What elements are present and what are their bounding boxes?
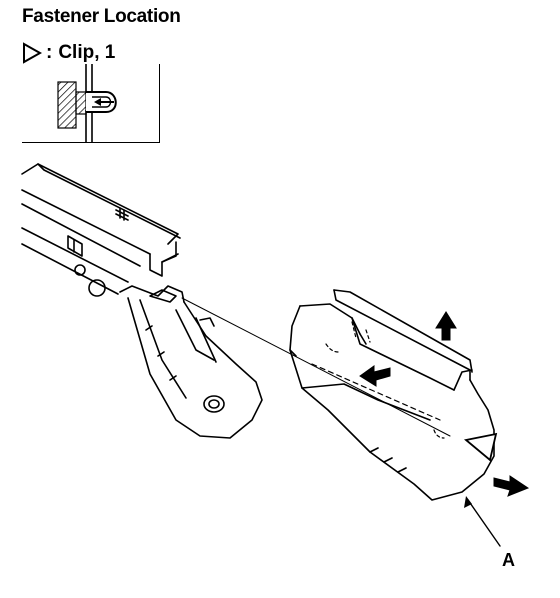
pivot-cover	[289, 289, 495, 501]
wiper-arm-bar	[21, 163, 181, 295]
wiper-arm-pivot	[74, 264, 263, 439]
callout-label-a: A	[502, 550, 515, 570]
fastener-legend: : Clip, 1	[22, 42, 115, 64]
clip-detail-inset	[22, 64, 160, 143]
clip-location-marker	[463, 432, 498, 462]
legend-label: Clip, 1	[58, 42, 116, 63]
diagram-title: Fastener Location	[22, 6, 181, 27]
left-arrow-icon	[359, 365, 391, 387]
right-arrow-icon	[493, 475, 530, 497]
clip-detail-drawing	[57, 64, 117, 142]
up-arrow-icon	[435, 311, 457, 341]
clip-triangle-icon	[23, 42, 42, 64]
legend-separator: :	[46, 42, 53, 63]
